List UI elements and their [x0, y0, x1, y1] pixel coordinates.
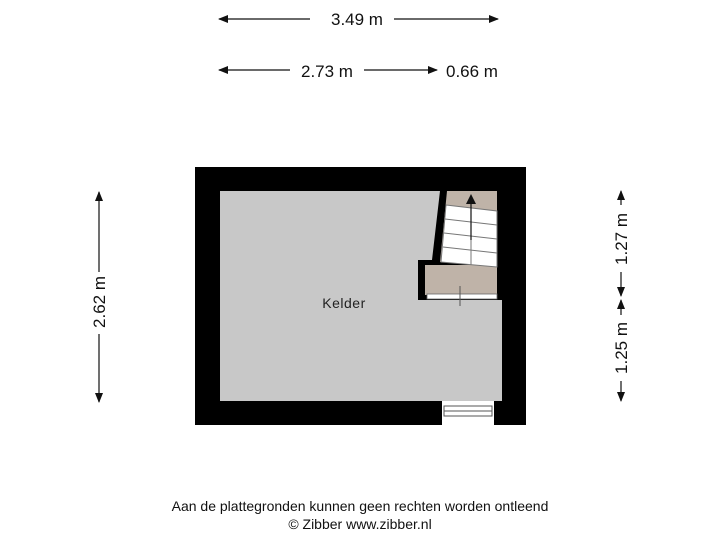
stair-opening-sill — [426, 293, 498, 300]
dimension-top-split: 2.73 m 0.66 m — [218, 62, 498, 81]
dimension-top-total: 3.49 m — [218, 10, 499, 29]
dimension-left-height: 2.62 m — [90, 191, 109, 403]
room-label-kelder: Kelder — [322, 295, 365, 311]
dimension-label-top-right: 0.66 m — [446, 62, 498, 81]
dimension-label-right-lower: 1.25 m — [612, 322, 631, 374]
dimension-label-top-total: 3.49 m — [331, 10, 383, 29]
footer-copyright: © Zibber www.zibber.nl — [288, 516, 432, 532]
stair-direction-arrow-icon — [466, 194, 476, 204]
dimension-label-left-height: 2.62 m — [90, 276, 109, 328]
dimension-label-right-upper: 1.27 m — [612, 213, 631, 265]
floorplan: Kelder — [195, 167, 526, 425]
stair-landing — [425, 265, 497, 295]
room-floor-kelder — [220, 191, 502, 401]
stair-step — [442, 246, 498, 254]
dimension-right: 1.27 m 1.25 m — [612, 190, 631, 402]
footer-disclaimer: Aan de plattegronden kunnen geen rechten… — [171, 498, 549, 514]
dimension-label-top-left: 2.73 m — [301, 62, 353, 81]
